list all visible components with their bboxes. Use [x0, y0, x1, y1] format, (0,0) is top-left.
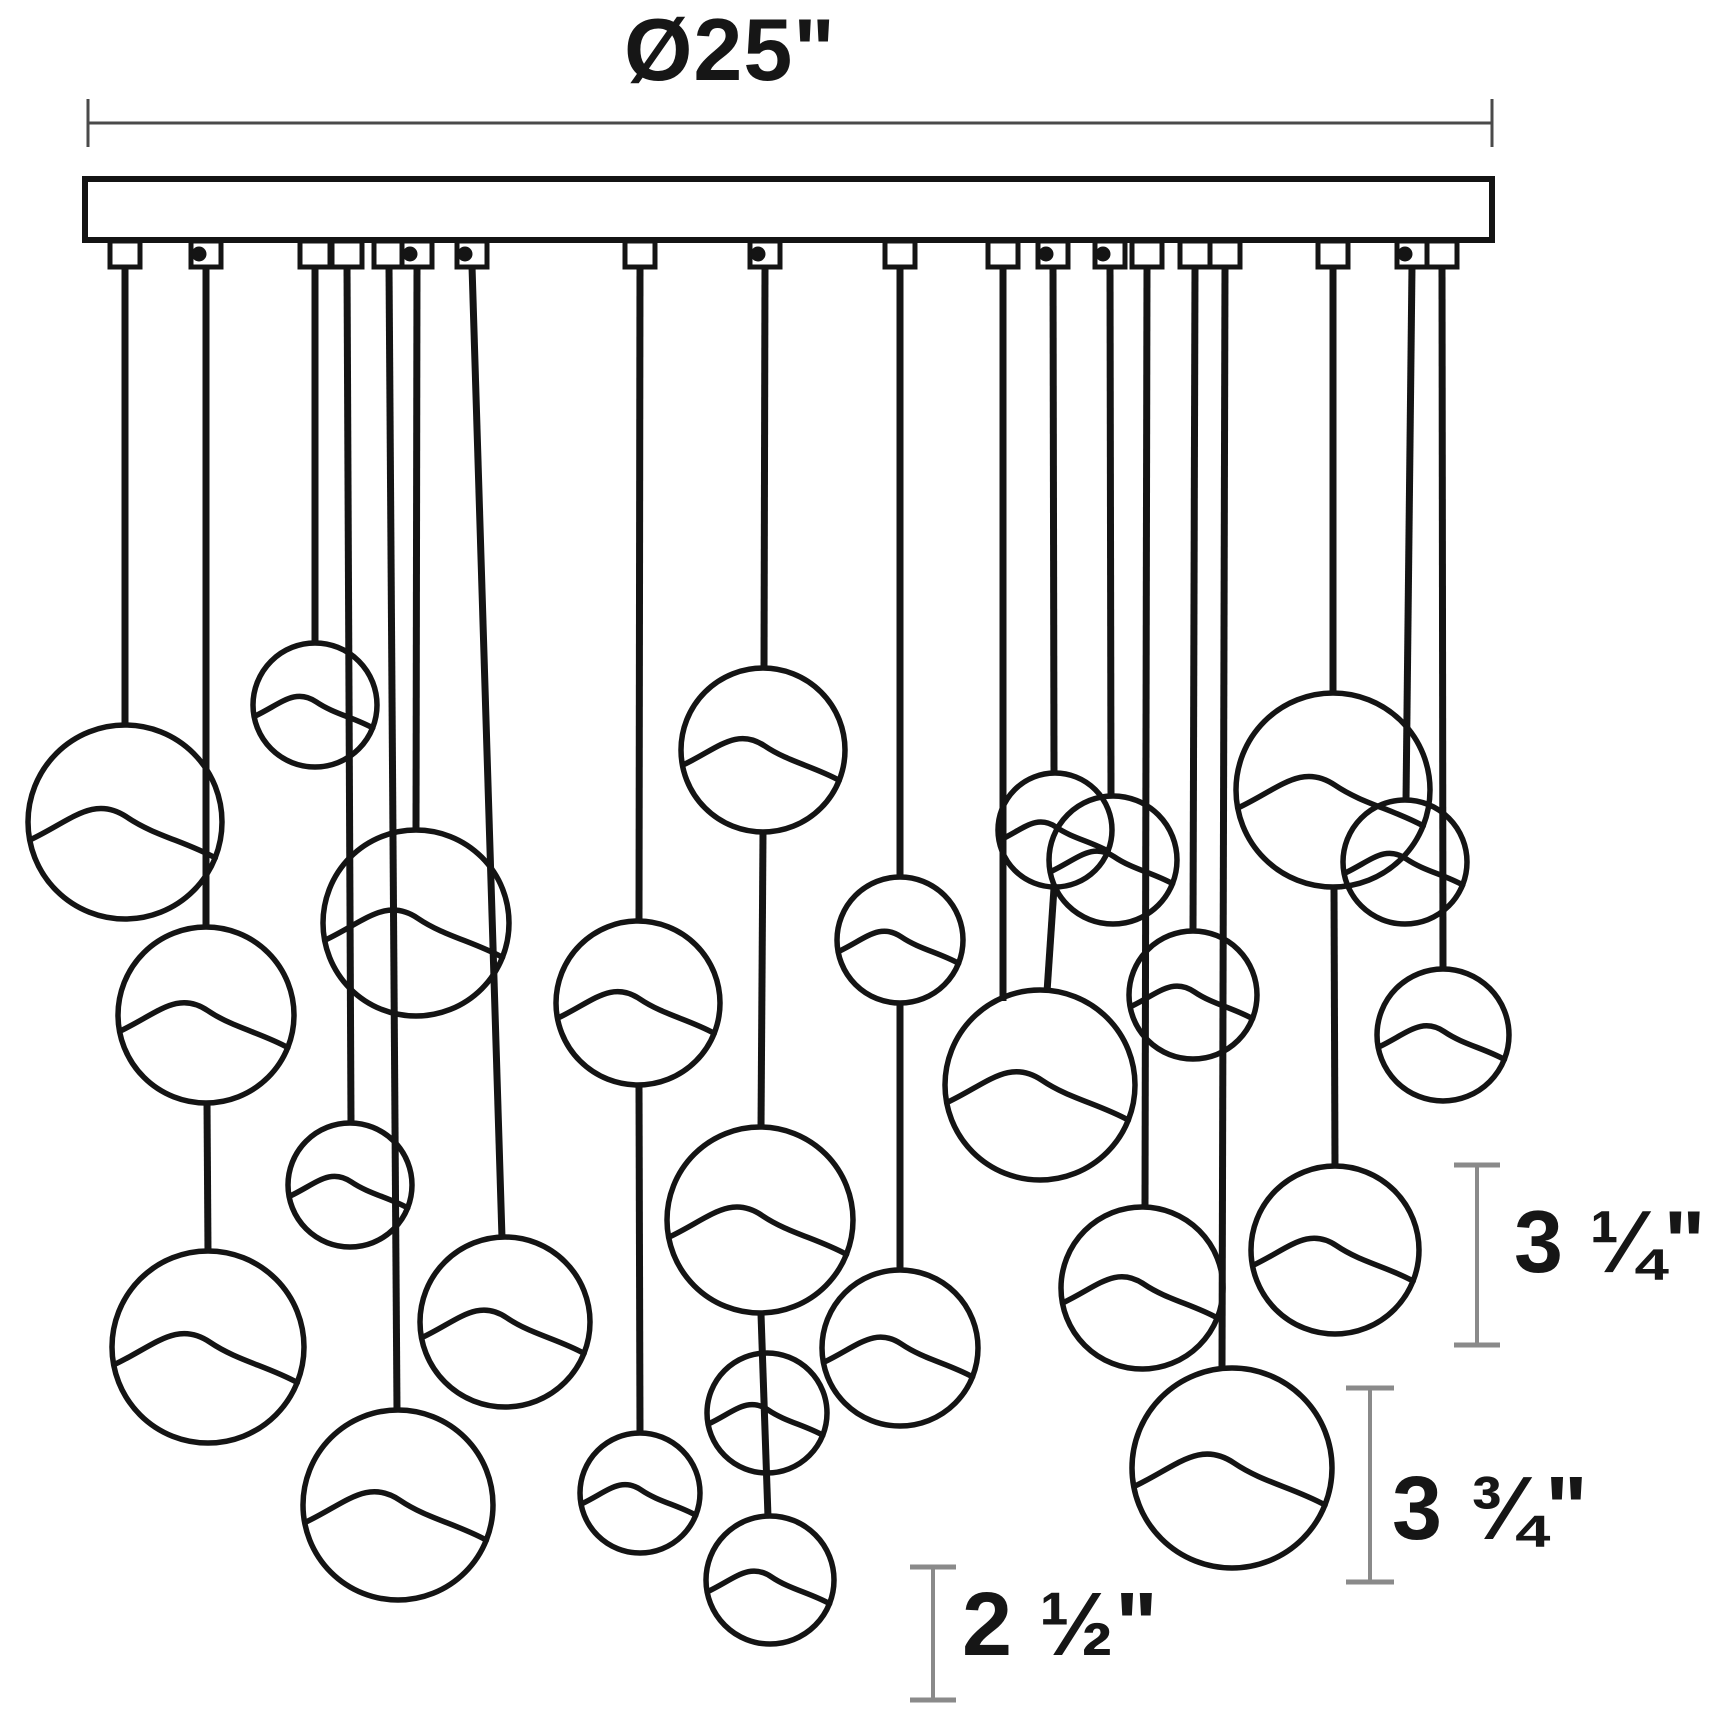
globe-wave-line [1128, 983, 1256, 1022]
pendant-globe [1233, 690, 1433, 890]
globe-size-label-small: 2 ½" [962, 1575, 1159, 1675]
pendant-globe [1046, 793, 1180, 927]
globe-wave-line [706, 1402, 826, 1438]
pendant-globe [703, 1513, 837, 1647]
pendant-globe [285, 1120, 415, 1250]
pendant-cord [760, 265, 769, 670]
fitting [1424, 238, 1460, 270]
fitting [329, 238, 365, 270]
pendant-globe [942, 987, 1138, 1183]
globe-wave-line [1342, 850, 1466, 888]
canopy-bar [82, 176, 1495, 243]
globe-wave-line [1250, 1235, 1416, 1284]
globe-wave-line [680, 735, 843, 784]
fitting [1315, 238, 1351, 270]
fitting [1207, 238, 1243, 270]
globe-size-label-large: 3 ¾" [1392, 1459, 1589, 1559]
fitting-dot [750, 246, 766, 262]
globe-wave-line [1236, 773, 1426, 829]
pendant-globe [1126, 928, 1260, 1062]
globe-wave-line [112, 1330, 301, 1386]
pendant-cord [1438, 265, 1447, 971]
globe-wave-line [555, 988, 718, 1037]
pendant-cord [203, 1102, 212, 1253]
globe-wave-line [1132, 1451, 1328, 1508]
fitting [1177, 238, 1213, 270]
pendant-globe [1058, 1204, 1226, 1372]
globe-wave-line [117, 999, 291, 1051]
pendant-cord [1049, 265, 1058, 775]
pendant-cord [757, 832, 767, 1129]
pendant-globe [678, 665, 848, 835]
fitting [297, 238, 333, 270]
pendant-globe [300, 1407, 496, 1603]
pendant-globe [115, 924, 297, 1106]
globe-wave-line [667, 1204, 850, 1258]
fitting-dot [191, 246, 207, 262]
pendant-globe [250, 640, 380, 770]
pendant-cord [1189, 265, 1199, 933]
pendant-cord [1330, 887, 1339, 1168]
globe-wave-line [419, 1307, 587, 1357]
canopy-diameter-label: Ø25" [623, 0, 837, 99]
globe-wave-line [1048, 848, 1176, 887]
fitting-dot [402, 246, 418, 262]
fitting [107, 238, 143, 270]
fitting [1129, 238, 1165, 270]
canopy-rect [82, 176, 1495, 243]
globe-wave-line [705, 1568, 833, 1607]
pendant-globe [1340, 797, 1470, 927]
pendant-cord [343, 265, 355, 1125]
pendant-cords [121, 265, 1447, 1518]
pendant-cord [412, 265, 421, 832]
pendant-globe [1129, 1365, 1335, 1571]
pendant-globe [553, 918, 723, 1088]
top-dimension-line [86, 99, 1494, 147]
fitting-dot [457, 246, 473, 262]
pendant-cord [468, 265, 506, 1239]
globe-wave-line [303, 1488, 490, 1543]
globe-wave-line [1060, 1273, 1221, 1321]
pendant-cord [757, 1313, 772, 1518]
globe-wave-line [323, 907, 506, 961]
pendant-cord [1141, 265, 1151, 1209]
cord-fittings [107, 238, 1460, 270]
pendant-globe [704, 1350, 830, 1476]
pendant-globe [577, 1430, 703, 1556]
globe-wave-line [945, 1068, 1132, 1123]
globe-wave-line [836, 928, 962, 967]
pendant-globes [25, 640, 1512, 1647]
pendant-cord [1218, 265, 1229, 1370]
fitting-dot [1038, 246, 1054, 262]
fitting [882, 238, 918, 270]
globe-wave-line [821, 1334, 976, 1380]
pendant-cord [385, 265, 401, 1412]
globe-size-label-medium: 3 ¼" [1514, 1192, 1707, 1291]
pendant-globe [1248, 1163, 1422, 1337]
globe-wave-line [287, 1173, 411, 1211]
pendant-globe [25, 722, 225, 922]
globe-wave-line [579, 1482, 699, 1518]
pendant-cord [1402, 265, 1416, 802]
pendant-globe [109, 1248, 307, 1446]
pendant-globe [1374, 966, 1512, 1104]
pendant-cord [1043, 887, 1058, 993]
globe-wave-line [252, 693, 376, 731]
pendant-globe [417, 1234, 593, 1410]
globe-wave-line [1376, 1023, 1508, 1063]
fitting [622, 238, 658, 270]
pendant-cord [635, 265, 644, 923]
fitting [985, 238, 1021, 270]
pendant-cord [1106, 265, 1115, 798]
pendant-globe [320, 827, 512, 1019]
pendant-globe [834, 874, 966, 1006]
pendant-globe [664, 1124, 856, 1316]
globe-wave-line [28, 805, 218, 861]
fitting-dot [1095, 246, 1111, 262]
pendant-cord [635, 1085, 644, 1435]
pendant-globe [819, 1267, 981, 1429]
size-dimension-bars [910, 1162, 1500, 1703]
fitting-dot [1397, 246, 1413, 262]
